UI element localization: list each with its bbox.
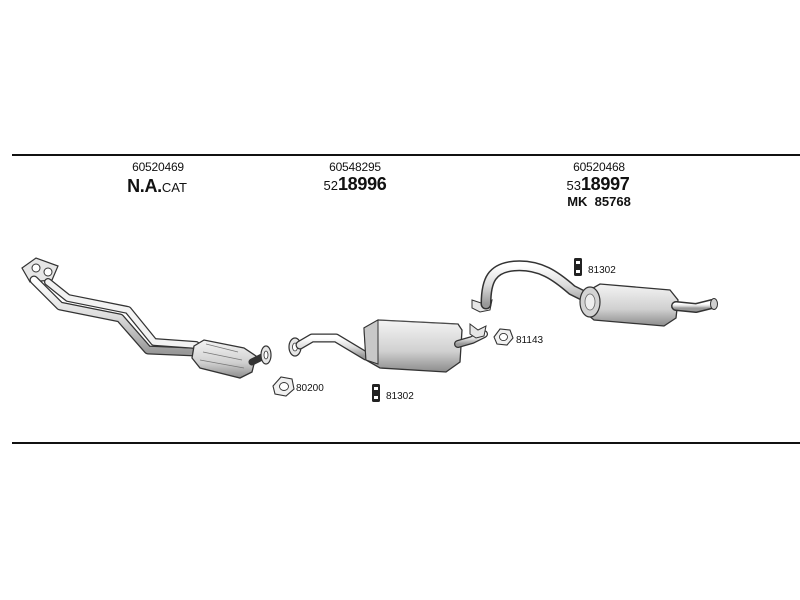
accessory-label-hanger: 81302 xyxy=(386,391,414,402)
code-main: 18997 xyxy=(580,174,630,194)
code-suffix: CAT xyxy=(161,180,187,195)
mk-reference: MK 85768 xyxy=(567,194,631,209)
gasket-ring-icon xyxy=(272,376,295,397)
accessory-label-hanger: 81302 xyxy=(588,265,616,276)
code-prefix: 52 xyxy=(323,178,338,193)
accessory-label-gasket: 81143 xyxy=(516,335,544,346)
code-middle-silencer: 5218996 xyxy=(323,174,386,195)
gasket-ring-icon xyxy=(493,328,514,346)
code-prefix: N.A. xyxy=(127,176,162,196)
mk-value: 85768 xyxy=(594,194,631,209)
accessory-label-gasket: 80200 xyxy=(296,383,324,394)
code-rear-silencer: 5318997 xyxy=(566,174,629,195)
part-number-middle-silencer: 60548295 xyxy=(329,160,381,174)
code-main: 18996 xyxy=(337,174,387,194)
top-divider xyxy=(12,154,800,156)
middle-silencer xyxy=(288,319,488,373)
rear-silencer xyxy=(471,260,718,327)
front-pipe-with-catalyst xyxy=(21,257,272,379)
part-number-front-pipe: 60520469 xyxy=(132,160,184,174)
part-number-rear-silencer: 60520468 xyxy=(573,160,625,174)
mk-label: MK xyxy=(567,194,588,209)
code-prefix: 53 xyxy=(566,178,581,193)
bottom-divider xyxy=(12,442,800,444)
code-front-pipe: N.A.CAT xyxy=(127,176,187,197)
rubber-hanger-icon xyxy=(372,384,380,402)
rubber-hanger-icon xyxy=(574,258,582,276)
